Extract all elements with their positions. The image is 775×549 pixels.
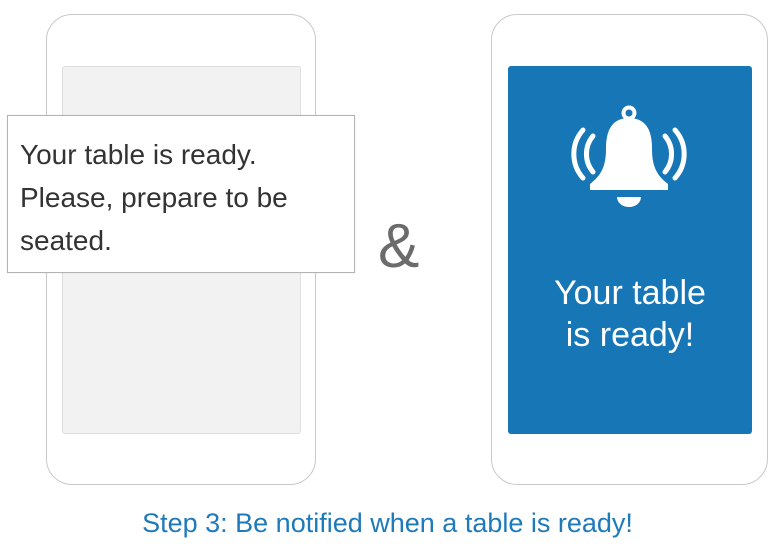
sms-message-line: Your table is ready.	[20, 139, 257, 170]
notification-text-line: is ready!	[565, 316, 695, 354]
sms-message-line: seated.	[20, 225, 112, 256]
bell-ringing-icon	[571, 105, 687, 207]
ampersand-connector: &	[378, 212, 420, 281]
sms-message-line: Please, prepare to be	[20, 182, 288, 213]
notification-text-line: Your table	[554, 274, 706, 312]
phone-outline-right: Your table is ready!	[491, 14, 768, 485]
step-caption: Step 3: Be notified when a table is read…	[142, 508, 633, 538]
sms-message-popup: Your table is ready. Please, prepare to …	[7, 115, 355, 273]
notification-screen: Your table is ready!	[508, 66, 752, 434]
